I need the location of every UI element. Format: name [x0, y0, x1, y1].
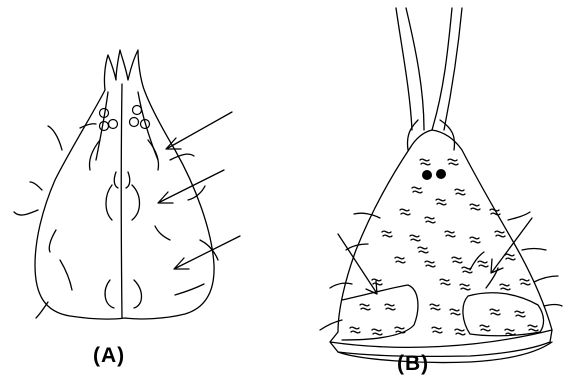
panel-b-scale-mark	[460, 284, 470, 290]
panel-b-scale-mark	[420, 159, 430, 165]
panel-b-scale-mark	[445, 231, 455, 237]
panel-a-spine-bracket	[105, 280, 114, 308]
panel-a-spine-bracket	[106, 185, 112, 220]
panel-b-scale-mark	[382, 231, 392, 237]
panel-b-palp	[406, 8, 424, 130]
panel-b-scale-mark	[490, 209, 500, 215]
panel-a-spine-bracket	[132, 185, 140, 220]
panel-b-scale-mark	[440, 279, 450, 285]
panel-a-seta	[36, 302, 48, 318]
panel-b-scale-mark	[418, 247, 428, 253]
panel-b-palp	[444, 8, 462, 130]
panel-a-eye	[100, 122, 109, 131]
panel-a-eye	[133, 106, 142, 115]
panel-b-scale-mark	[395, 257, 405, 263]
panel-a-inner-curve	[126, 172, 130, 188]
panel-b-scale-mark	[520, 279, 530, 285]
panel-b-palp	[407, 120, 418, 150]
panel-b-seta	[508, 212, 530, 220]
panel-b-scale-mark	[350, 327, 360, 333]
panel-a-outline	[35, 50, 214, 319]
panel-b-seta	[354, 213, 380, 218]
panel-b-ocellus	[436, 169, 446, 179]
panel-b-label: (B)	[397, 352, 429, 376]
panel-b-scale-mark	[500, 284, 510, 290]
panel-b-scale-mark	[515, 311, 525, 317]
panel-a-seta	[175, 284, 204, 295]
panel-b-scale-mark	[505, 329, 515, 335]
panel-b-scale-mark	[425, 217, 435, 223]
panel-b-scale-mark	[448, 159, 458, 165]
panel-b-ocellus	[422, 170, 432, 180]
panel-a-seta	[155, 226, 170, 240]
panel-b-seta	[470, 252, 484, 270]
panel-a-arrow	[174, 236, 240, 269]
panel-a-spine-bracket	[134, 280, 142, 308]
panel-a-seta	[14, 210, 38, 215]
panel-a-seta	[60, 260, 72, 290]
panel-b-scale-mark	[400, 209, 410, 215]
panel-b-scale-mark	[495, 231, 505, 237]
panel-a-seta	[48, 126, 62, 150]
panel-b-arrow	[338, 234, 377, 294]
panel-b-scale-mark	[490, 309, 500, 315]
panel-a-drawing	[14, 50, 240, 319]
panel-b-scale-mark	[470, 237, 480, 243]
panel-b-scale-mark	[478, 261, 488, 267]
panel-b-scale-mark	[410, 235, 420, 241]
panel-b-scale-mark	[480, 325, 490, 331]
panel-a-seta	[200, 240, 218, 260]
panel-b-scale-mark	[470, 204, 480, 210]
panel-b-scale-mark	[430, 304, 440, 310]
panel-b-scale-mark	[412, 187, 422, 193]
panel-a-inner-curve	[114, 172, 118, 188]
panel-a-arrow	[158, 170, 224, 203]
panel-b-scale-mark	[450, 309, 460, 315]
panel-a-seta	[170, 154, 194, 160]
panel-a-arrow	[166, 112, 232, 149]
panel-b-scale-mark	[505, 254, 515, 260]
panel-b-seta	[534, 276, 558, 282]
panel-b-scale-mark	[455, 329, 465, 335]
panel-a-label: (A)	[93, 344, 125, 368]
panel-a-midline	[121, 84, 122, 318]
panel-b-scale-mark	[452, 257, 462, 263]
panel-a-seta	[80, 124, 96, 128]
panel-b-scale-mark	[360, 304, 370, 310]
panel-b-scale-mark	[528, 325, 538, 331]
panel-a-spine-bracket	[148, 140, 159, 170]
panel-b-scale-mark	[455, 189, 465, 195]
panel-b-scale-mark	[425, 261, 435, 267]
panel-b-scale-mark	[372, 329, 382, 335]
panel-b-scale-mark	[432, 327, 442, 333]
panel-b-scale-mark	[385, 304, 395, 310]
panel-b-palp	[432, 8, 452, 130]
panel-b-seta	[522, 249, 546, 251]
panel-b-outline	[330, 130, 552, 356]
panel-b-scale-mark	[436, 199, 446, 205]
panel-a-eye	[130, 118, 139, 127]
panel-a-eye	[109, 120, 118, 129]
panel-b-seta	[330, 283, 352, 288]
panel-b-base	[338, 342, 552, 363]
panel-b-scale-mark	[372, 279, 382, 285]
panel-a-seta	[49, 230, 56, 252]
panel-b-drawing	[320, 8, 562, 363]
panel-b-seta	[544, 305, 562, 307]
panel-a-seta	[30, 182, 42, 190]
